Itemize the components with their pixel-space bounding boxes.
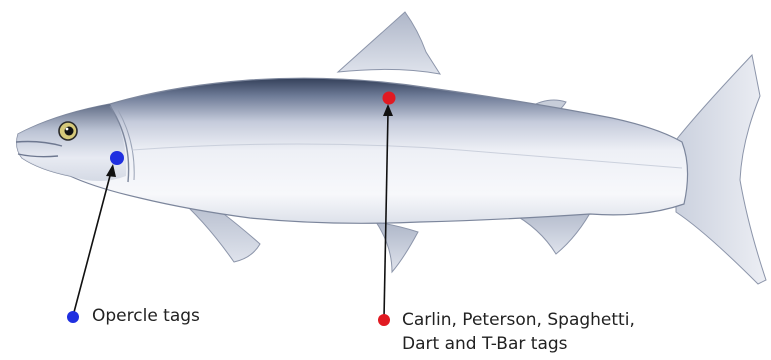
- opercle-tags-label: Opercle tags: [92, 304, 200, 328]
- tail-fin: [676, 55, 766, 284]
- body-tag-marker: [383, 92, 396, 105]
- body-tags-label: Carlin, Peterson, Spaghetti, Dart and T-…: [402, 308, 635, 356]
- dorsal-fin: [338, 12, 440, 74]
- pelvic-fin: [376, 222, 418, 272]
- opercle-legend-dot: [67, 311, 79, 323]
- body-tags-label-line-1: Carlin, Peterson, Spaghetti,: [402, 308, 635, 332]
- opercle-tag-marker: [110, 151, 124, 165]
- body-tag-legend-dot: [378, 314, 390, 326]
- head: [17, 104, 127, 181]
- eye: [59, 122, 77, 140]
- body-tags-label-line-2: Dart and T-Bar tags: [402, 332, 635, 356]
